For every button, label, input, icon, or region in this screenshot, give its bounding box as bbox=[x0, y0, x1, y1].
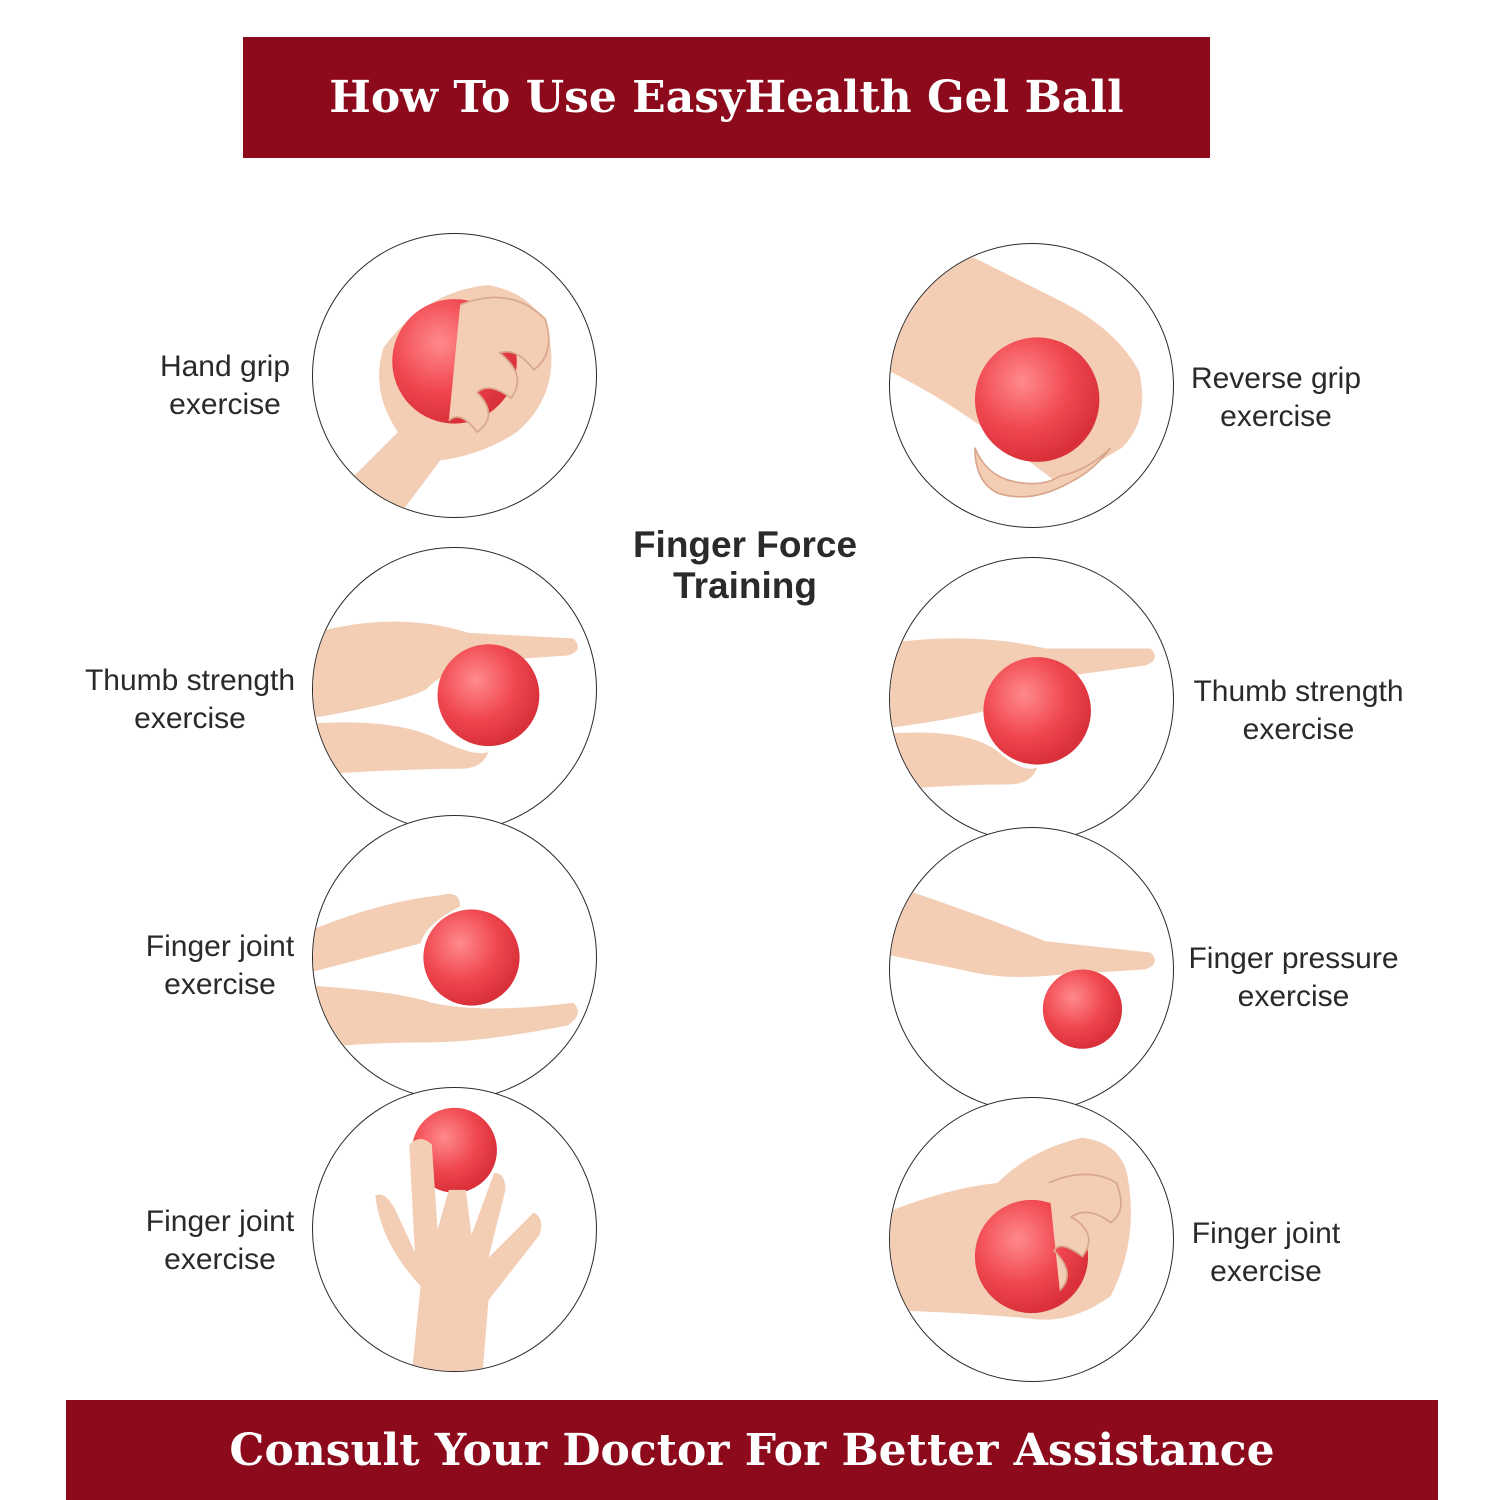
exercise-label-finger-joint-left-1: Finger joint exercise bbox=[145, 930, 295, 1001]
exercise-label-finger-pressure: Finger pressure exercise bbox=[1188, 942, 1399, 1013]
finger-joint-icon bbox=[312, 815, 597, 1100]
exercise-label-thumb-strength-right: Thumb strength exercise bbox=[1193, 675, 1404, 746]
finger-pressure-icon bbox=[889, 827, 1174, 1112]
finger-squeeze-icon bbox=[889, 1097, 1174, 1382]
footer-text: Consult Your Doctor For Better Assistanc… bbox=[229, 1424, 1275, 1476]
thumb-strength-icon bbox=[889, 557, 1174, 842]
exercise-label-finger-joint-right: Finger joint exercise bbox=[1191, 1217, 1341, 1288]
footer-banner: Consult Your Doctor For Better Assistanc… bbox=[66, 1400, 1438, 1500]
reverse-grip-icon bbox=[889, 243, 1174, 528]
exercise-label-thumb-strength-left: Thumb strength exercise bbox=[84, 664, 296, 735]
finger-balance-icon bbox=[312, 1087, 597, 1372]
exercise-label-hand-grip: Hand grip exercise bbox=[159, 350, 291, 421]
header-banner: How To Use EasyHealth Gel Ball bbox=[243, 37, 1210, 158]
center-title: Finger Force Training bbox=[632, 524, 858, 606]
exercise-label-finger-joint-left-2: Finger joint exercise bbox=[145, 1205, 295, 1276]
page-title: How To Use EasyHealth Gel Ball bbox=[329, 72, 1124, 123]
hand-grip-icon bbox=[312, 233, 597, 518]
exercise-label-reverse-grip: Reverse grip exercise bbox=[1190, 362, 1362, 433]
thumb-strength-icon bbox=[312, 547, 597, 832]
